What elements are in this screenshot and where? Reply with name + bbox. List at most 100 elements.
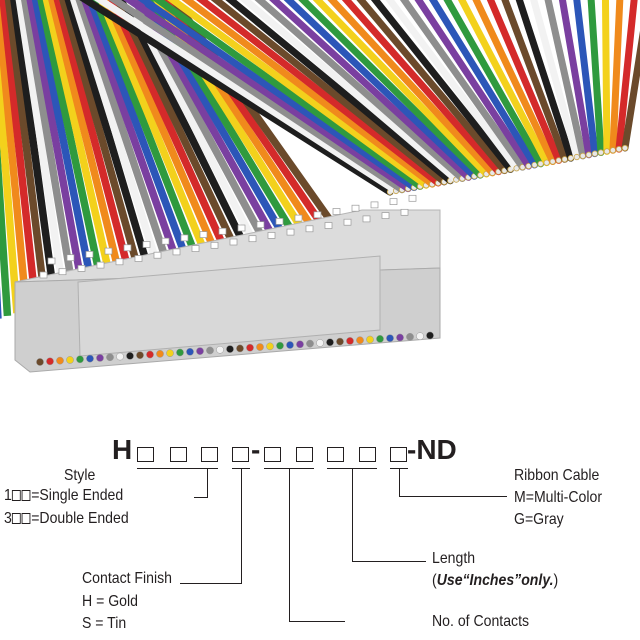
wire-cross-section [86, 354, 94, 363]
wire-cross-section [216, 345, 224, 354]
left-ribbon-wire [53, 0, 135, 281]
right-ribbon-wire [414, 0, 533, 170]
right-ribbon-wire [399, 0, 527, 171]
wire-end [615, 146, 623, 153]
finish-leader-h [180, 583, 242, 584]
wire-cross-section [326, 338, 334, 347]
contact-hole [218, 227, 227, 235]
contact-hole [172, 248, 181, 256]
right-ribbon-wire [239, 0, 460, 184]
right-ribbon-wire [544, 0, 587, 160]
contact-hole [153, 251, 162, 259]
right-ribbon-wire [530, 0, 581, 161]
left-ribbon-wire [0, 0, 31, 311]
contact-hole [332, 208, 341, 215]
right-ribbon-wire [501, 0, 569, 163]
wire-cross-section [276, 341, 284, 350]
right-ribbon-wire [93, 0, 400, 195]
right-ribbon-wire [370, 0, 515, 173]
left-ribbon-wire [31, 0, 97, 292]
wire-cross-section [286, 341, 294, 349]
contacts-leader [289, 468, 290, 622]
left-ribbon-wire [0, 0, 40, 308]
right-ribbon-wire [166, 0, 430, 189]
right-ribbon-wire [79, 0, 394, 196]
wire-end [555, 157, 562, 164]
wire-cross-section [146, 350, 154, 359]
wire-cross-section [316, 339, 324, 347]
right-ribbon-wire [298, 0, 484, 179]
wire-cross-section [386, 334, 394, 343]
contact-hole [123, 244, 132, 252]
right-ribbon-wire [210, 0, 448, 186]
style-box-3 [201, 447, 218, 462]
right-ribbon-wire [254, 0, 466, 182]
right-ribbon-wire [356, 0, 508, 175]
contact-hole [370, 201, 379, 209]
left-ribbon-wire [10, 0, 59, 303]
right-ribbon-wire [341, 0, 502, 176]
contact-hole [161, 237, 170, 245]
ribbon-leader [399, 468, 400, 497]
left-ribbon-wire [48, 0, 125, 283]
contact-hole [229, 238, 238, 246]
style-option-single: 1=Single Ended [4, 487, 124, 504]
right-ribbon-wire [225, 0, 454, 185]
wire-end [579, 152, 586, 159]
wire-end [585, 151, 592, 158]
contact-hole [343, 218, 352, 226]
right-ribbon-wire [558, 0, 593, 159]
wire-cross-section [416, 332, 424, 341]
contact-hole [305, 225, 314, 233]
connector-body [77, 255, 381, 357]
right-ribbon-wire [615, 0, 638, 153]
wire-cross-section [156, 349, 164, 358]
left-ribbon-wire [75, 0, 173, 270]
right-ribbon-wire [621, 30, 640, 152]
style-box-1 [137, 447, 154, 462]
right-ribbon-wire [486, 0, 563, 164]
wire-cross-section [346, 337, 354, 345]
contact-hole [134, 255, 143, 262]
wire-cross-section [396, 333, 404, 342]
left-ribbon-wire [42, 0, 116, 286]
left-ribbon-wire [91, 0, 201, 261]
contact-hole [47, 257, 56, 265]
wire-cross-section [266, 342, 274, 351]
left-ribbon-wire [0, 143, 12, 317]
left-ribbon-wire [15, 0, 69, 300]
length-box-1 [327, 447, 344, 462]
wire-cross-section [206, 346, 214, 355]
right-ribbon-wire [443, 0, 545, 168]
left-ribbon-wire [0, 49, 21, 314]
wire-cross-section [186, 347, 194, 356]
style-title: Style [64, 467, 96, 484]
contact-hole [191, 245, 200, 252]
wire-end [549, 158, 556, 165]
style-underline [137, 468, 218, 469]
right-ribbon-wire [457, 0, 551, 167]
wire-cross-section [236, 344, 244, 353]
contact-hole [362, 215, 371, 223]
right-ribbon-wire [609, 0, 624, 154]
right-ribbon-wire [587, 0, 605, 157]
right-ribbon-wire [181, 0, 436, 188]
contact-hole [248, 235, 257, 243]
right-ribbon-wire [108, 0, 406, 194]
right-ribbon-wire [123, 0, 412, 193]
right-ribbon-wire [428, 0, 539, 169]
style-leader-h [194, 497, 208, 498]
contact-hole [267, 232, 276, 239]
right-ribbon-wire [472, 0, 557, 166]
right-ribbon-wire [152, 0, 424, 190]
ribbon-option-gray: G=Gray [514, 511, 564, 528]
left-ribbon-wire [21, 0, 78, 297]
contact-hole [400, 208, 409, 216]
left-ribbon-wire [70, 0, 163, 272]
ribbon-option-multicolor: M=Multi-Color [514, 489, 603, 506]
contact-hole [96, 261, 105, 269]
length-leader [352, 468, 353, 562]
contact-hole [77, 265, 86, 272]
left-ribbon-wire [102, 0, 220, 256]
wire-cross-section [66, 356, 74, 364]
